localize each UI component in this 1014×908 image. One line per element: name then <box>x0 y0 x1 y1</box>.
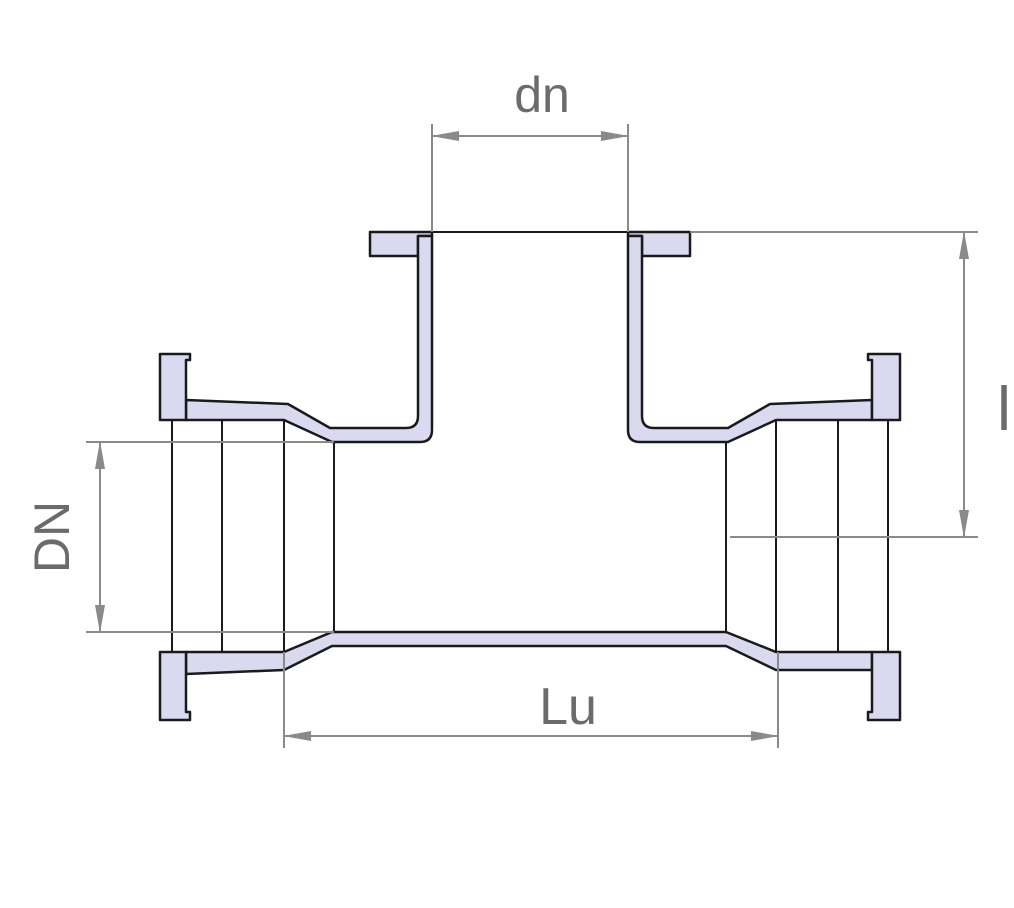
l-label: l <box>997 375 1011 444</box>
left-flange-top <box>158 352 192 422</box>
bottom-run-wall <box>184 630 874 676</box>
DN-label: DN <box>24 501 80 573</box>
right-flange-bottom <box>866 650 902 722</box>
tee-body <box>158 230 902 722</box>
right-branch-wall <box>626 234 874 444</box>
left-socket-profile <box>171 419 186 653</box>
Lu-label: Lu <box>539 678 597 736</box>
left-branch-wall <box>184 234 434 444</box>
dn-label: dn <box>514 67 570 123</box>
right-flange-top <box>866 352 902 422</box>
left-flange-bottom <box>158 650 192 722</box>
dimensions <box>86 124 978 748</box>
